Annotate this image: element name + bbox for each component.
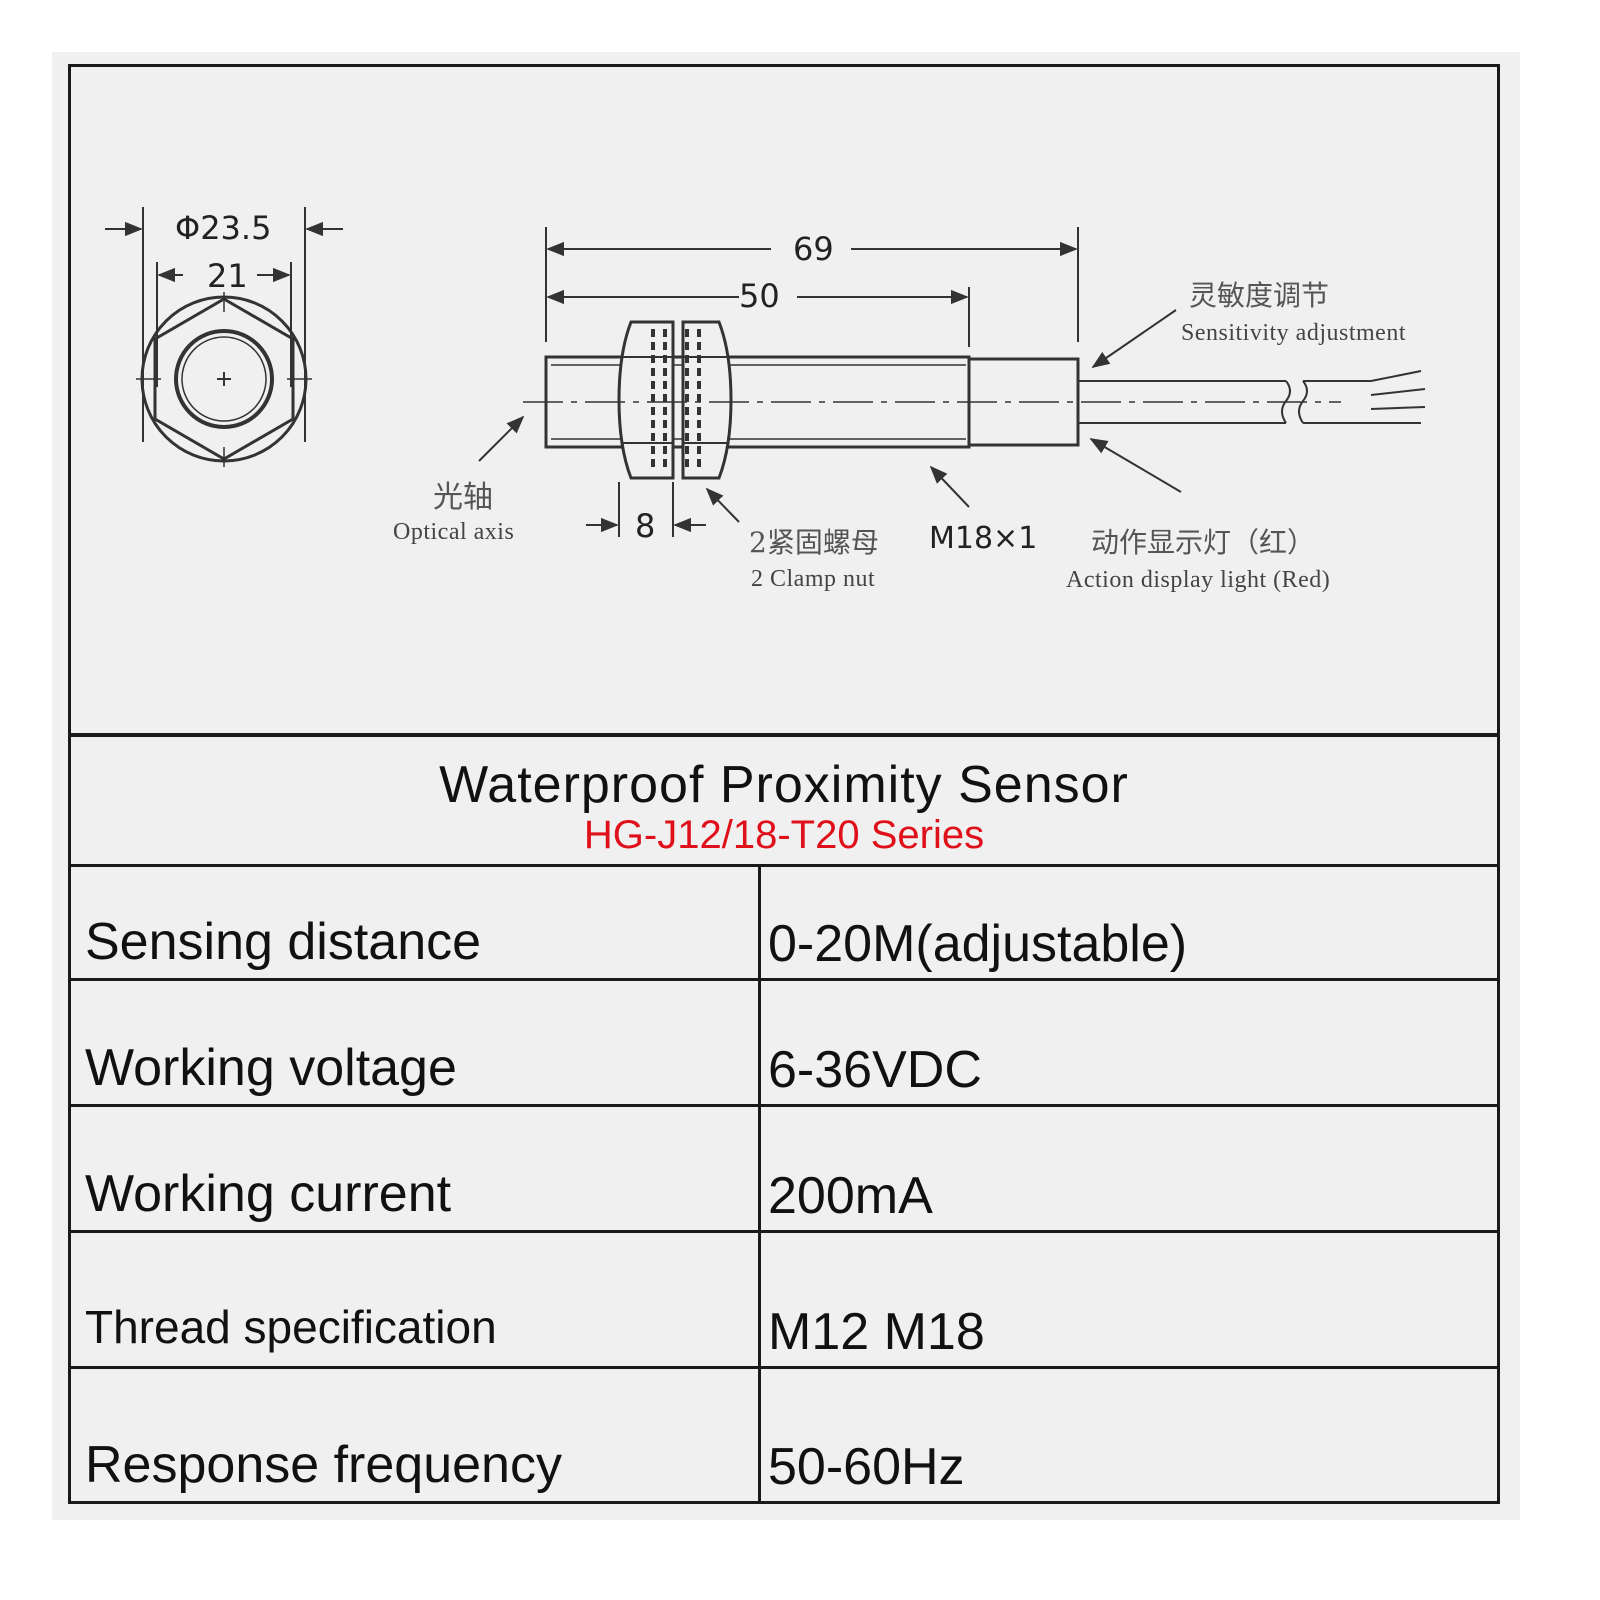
spec-value: 0-20M(adjustable)	[768, 915, 1188, 973]
action-light-callout-cn: 动作显示灯（红）	[1091, 526, 1316, 559]
product-title: Waterproof Proximity Sensor	[439, 756, 1129, 814]
background-sheet	[52, 52, 1520, 1520]
spec-label: Working current	[85, 1165, 452, 1223]
optical-axis-callout-cn: 光轴	[433, 480, 493, 515]
table-row: Working voltage 6-36VDC	[71, 981, 1497, 1107]
thread-length-label: 50	[739, 277, 780, 315]
side-view	[478, 227, 1426, 537]
spec-value: 6-36VDC	[768, 1041, 982, 1099]
column-divider	[758, 867, 761, 1501]
thread-spec-label: M18×1	[929, 521, 1038, 556]
action-light-callout-en: Action display light (Red)	[1066, 567, 1331, 593]
table-row: Sensing distance 0-20M(adjustable)	[71, 867, 1497, 981]
spec-label: Sensing distance	[85, 913, 482, 971]
sensitivity-callout-cn: 灵敏度调节	[1189, 279, 1330, 312]
optical-axis-callout-en: Optical axis	[393, 519, 515, 545]
spec-label: Working voltage	[85, 1039, 457, 1097]
nut-width-label: 8	[635, 507, 656, 545]
spec-sheet-frame: Φ23.5 21 69 50 8 M18×1 灵敏度调节 Sensitivity…	[68, 64, 1500, 1504]
table-row: Working current 200mA	[71, 1107, 1497, 1233]
spec-label: Thread specification	[85, 1301, 497, 1353]
title-block: Waterproof Proximity Sensor HG-J12/18-T2…	[71, 733, 1497, 867]
clamp-nut-callout-en: 2 Clamp nut	[751, 566, 876, 592]
drawing-graphics	[105, 207, 1426, 537]
clamp-nut-callout-cn: 2紧固螺母	[749, 526, 879, 559]
inner-width-label: 21	[207, 257, 248, 295]
table-row: Thread specification M12 M18	[71, 1233, 1497, 1369]
spec-value: 50-60Hz	[768, 1438, 965, 1496]
outer-diameter-label: Φ23.5	[175, 209, 272, 247]
front-view	[105, 207, 343, 467]
spec-label: Response frequency	[85, 1436, 562, 1494]
sensitivity-callout-en: Sensitivity adjustment	[1181, 320, 1406, 346]
spec-table: Sensing distance 0-20M(adjustable) Worki…	[71, 867, 1497, 1501]
total-length-label: 69	[793, 230, 834, 268]
spec-value: 200mA	[768, 1167, 933, 1225]
series-subtitle: HG-J12/18-T20 Series	[583, 813, 985, 857]
technical-drawing: Φ23.5 21 69 50 8 M18×1 灵敏度调节 Sensitivity…	[71, 67, 1497, 733]
spec-value: M12 M18	[768, 1303, 985, 1361]
table-row: Response frequency 50-60Hz	[71, 1369, 1497, 1501]
